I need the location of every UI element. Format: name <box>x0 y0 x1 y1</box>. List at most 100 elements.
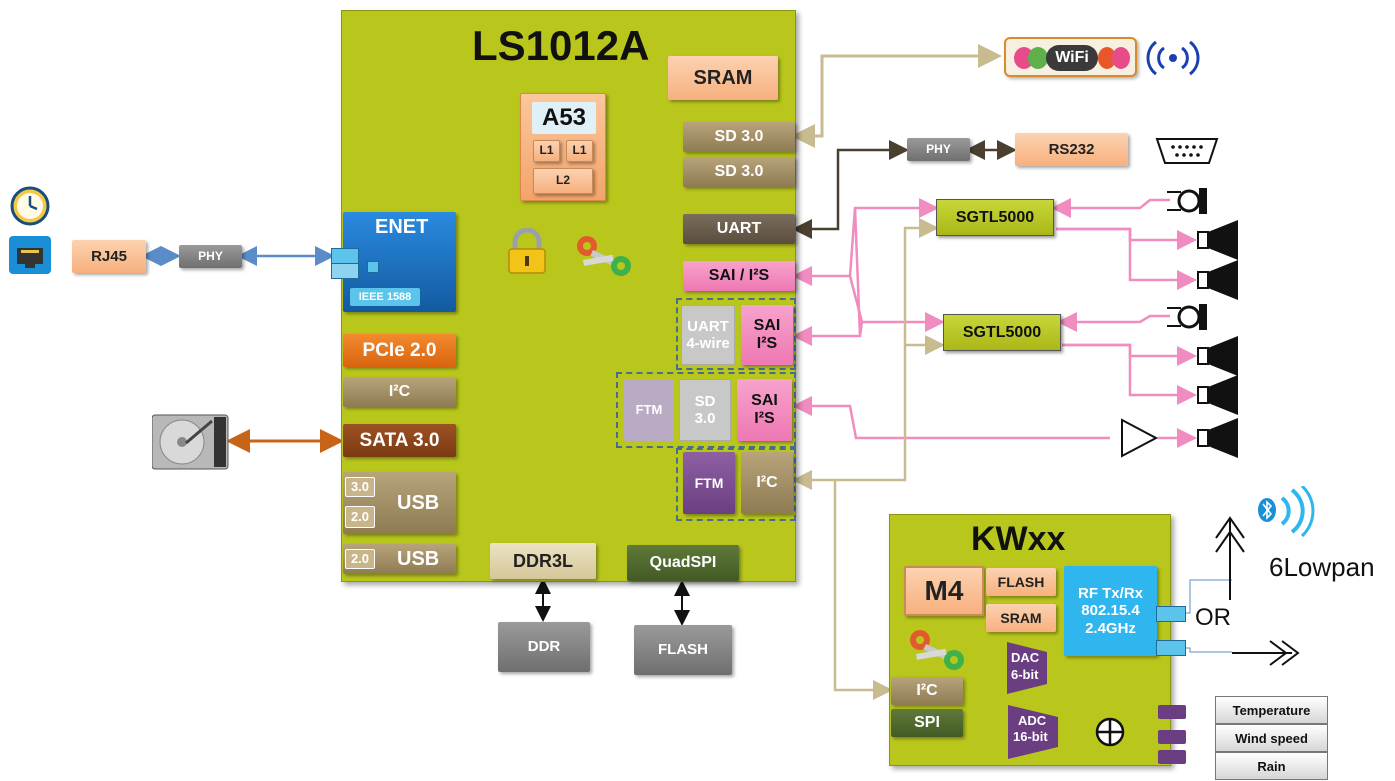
usb-2-0-b: 2.0 <box>345 549 375 569</box>
speaker-icon-4 <box>1197 375 1238 415</box>
soc-title: LS1012A <box>472 22 650 69</box>
sai-i2s-2-l2: I²S <box>756 335 778 352</box>
sensor-wind-speed: Wind speed <box>1215 724 1328 752</box>
sata-block: SATA 3.0 <box>343 424 456 457</box>
line-i2c-kw <box>833 480 893 700</box>
ftm-2: FTM <box>683 452 735 514</box>
line-spk1a <box>1056 227 1197 250</box>
or-label: OR <box>1195 604 1231 631</box>
rf-port-2 <box>1156 640 1186 656</box>
sgtl5000-1: SGTL5000 <box>936 199 1054 236</box>
phy-left: PHY <box>179 245 242 268</box>
kwxx-title: KWxx <box>971 520 1066 558</box>
sensor-port-1 <box>1158 705 1186 719</box>
amplifier-icon <box>1121 418 1158 458</box>
uart-4wire-l2: 4-wire <box>686 335 730 352</box>
sd30-c-l1: SD <box>694 392 716 410</box>
sensor-temperature: Temperature <box>1215 696 1328 724</box>
flash-chip: FLASH <box>634 625 732 675</box>
line-sd-wifi <box>791 44 1002 148</box>
line-spk2b <box>1062 343 1197 405</box>
group-ftm-i2c <box>676 448 796 521</box>
line-spk1b <box>1056 227 1197 290</box>
bluetooth-icon <box>1258 486 1315 538</box>
quadspi-block: QuadSPI <box>627 545 739 581</box>
speaker-icon-5 <box>1197 418 1238 458</box>
sai-i2s-2-l1: SAI <box>753 316 781 334</box>
sai-i2s-block: SAI / I²S <box>683 261 795 291</box>
antenna-icon <box>1215 516 1245 600</box>
ftm-1: FTM <box>624 379 674 441</box>
rf-l3: 2.4GHz <box>1085 619 1136 637</box>
sensor-port-3 <box>1158 750 1186 764</box>
rf-port-1 <box>1156 606 1186 622</box>
speaker-icon <box>1197 220 1238 260</box>
padlock-icon <box>508 228 546 274</box>
rj45-block: RJ45 <box>72 240 146 273</box>
line-sai-sgtl1 <box>792 198 939 286</box>
dac-l1: DAC <box>1011 650 1040 665</box>
microphone-icon-2 <box>1167 304 1207 330</box>
sum-junction-icon <box>1095 717 1125 747</box>
uart-4wire-l1: UART <box>687 317 729 335</box>
soc-sram: SRAM <box>668 56 778 100</box>
usb-label-2: USB <box>397 548 440 570</box>
speaker-icon-3 <box>1197 336 1238 376</box>
line-sai3-amp <box>792 396 1110 440</box>
pcie-block: PCIe 2.0 <box>343 334 456 367</box>
usb-3-0: 3.0 <box>345 477 375 497</box>
uart-block: UART <box>683 214 795 244</box>
kw-sram: SRAM <box>986 604 1056 632</box>
l2-cache: L2 <box>533 168 593 194</box>
l1-cache-b: L1 <box>566 140 593 162</box>
rf-l2: 802.15.4 <box>1081 602 1140 620</box>
ddr-chip: DDR <box>498 622 590 672</box>
sd30-c-l2: 3.0 <box>694 410 716 427</box>
line-mic2 <box>1057 312 1170 332</box>
group-uart-sai <box>676 298 796 370</box>
ieee-1588: IEEE 1588 <box>350 288 420 306</box>
rf-l1: RF Tx/Rx <box>1077 585 1143 603</box>
keys-icon <box>577 236 631 276</box>
enet-label: ENET <box>375 216 429 238</box>
sixlowpan-label: 6Lowpan <box>1269 552 1375 582</box>
wifi-logo-icon: WiFi <box>1004 37 1137 77</box>
i2c-left: I²C <box>343 377 456 407</box>
microphone-icon <box>1167 188 1207 214</box>
enet-port-b <box>331 263 359 279</box>
sai-i2s-3-l1: SAI <box>751 391 778 409</box>
radio-waves-icon <box>1146 40 1200 76</box>
sai-i2s-2: SAI I²S <box>741 305 793 365</box>
kw-flash: FLASH <box>986 568 1056 596</box>
line-i2c-bus <box>792 218 939 490</box>
line-cross-b <box>853 207 862 337</box>
enet-port-c <box>367 261 379 273</box>
line-mic1 <box>1051 198 1170 218</box>
usb-label-1: USB <box>397 492 440 514</box>
sgtl5000-2: SGTL5000 <box>943 314 1061 351</box>
dac-block <box>1007 642 1047 694</box>
sai-i2s-3: SAI I²S <box>737 379 792 441</box>
ethernet-port-icon <box>9 236 51 274</box>
rs232-block: RS232 <box>1015 133 1128 166</box>
rf-transceiver: RF Tx/Rx 802.15.4 2.4GHz <box>1064 566 1157 656</box>
kw-i2c: I²C <box>891 677 963 705</box>
sai-i2s-3-l2: I²S <box>754 410 775 427</box>
uart-4wire: UART 4-wire <box>681 305 735 365</box>
l1-cache-a: L1 <box>533 140 560 162</box>
phy-right: PHY <box>907 138 970 161</box>
serial-port-icon <box>1155 138 1219 164</box>
line-sai2-sgtl2 <box>792 312 945 346</box>
hard-drive-icon <box>152 414 229 470</box>
adc-l2: 16-bit <box>1013 729 1048 744</box>
a53-label: A53 <box>532 102 596 134</box>
sd30-b: SD 3.0 <box>683 157 795 187</box>
sd30-c: SD 3.0 <box>679 379 731 441</box>
keys-icon-2 <box>910 630 964 670</box>
dac-l2: 6-bit <box>1011 667 1039 682</box>
adc-l1: ADC <box>1018 713 1047 728</box>
sensor-rain: Rain <box>1215 752 1328 780</box>
ddr3l-block: DDR3L <box>490 543 596 579</box>
clock-icon <box>10 186 50 226</box>
